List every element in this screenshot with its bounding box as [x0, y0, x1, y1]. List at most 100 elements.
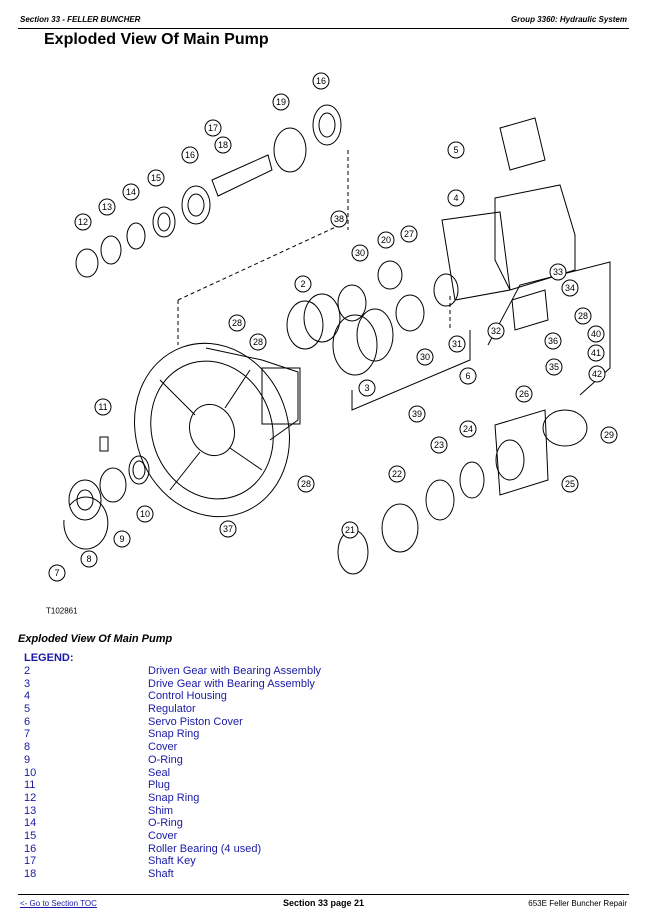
callout-6: 6: [459, 367, 477, 385]
legend-number: 13: [24, 804, 37, 817]
callout-29: 29: [600, 426, 618, 444]
callout-33: 33: [549, 263, 567, 281]
callout-label: 16: [316, 76, 326, 86]
legend-description: Regulator: [148, 703, 196, 716]
callout-27: 27: [400, 225, 418, 243]
legend-description: Seal: [148, 766, 171, 779]
legend-number: 14: [24, 817, 37, 830]
callout-16: 16: [312, 72, 330, 90]
callout-22: 22: [388, 465, 406, 483]
legend-description: Snap Ring: [148, 728, 200, 741]
callout-label: 6: [465, 371, 470, 381]
callout-label: 32: [491, 326, 501, 336]
group-label: Group 3360: Hydraulic System: [510, 15, 627, 24]
legend-heading: LEGEND:: [24, 652, 74, 664]
legend-item: 4 Control Housing: [24, 690, 424, 703]
legend-number: 16: [24, 842, 37, 855]
callout-16: 16: [181, 146, 199, 164]
callout-25: 25: [561, 475, 579, 493]
callout-19: 19: [272, 93, 290, 111]
legend-number: 2: [24, 665, 31, 677]
callout-5: 5: [447, 141, 465, 159]
page-header: Section 33 - FELLER BUNCHER Group 3360: …: [18, 12, 629, 29]
callout-label: 25: [565, 479, 575, 489]
callout-label: 28: [232, 318, 242, 328]
legend-description: O-Ring: [148, 817, 183, 830]
callout-label: 23: [434, 440, 444, 450]
callout-8: 8: [80, 550, 98, 568]
callout-label: 2: [300, 279, 305, 289]
callout-14: 14: [122, 183, 140, 201]
callout-label: 17: [208, 123, 218, 133]
callout-label: 4: [453, 193, 458, 203]
callout-label: 22: [392, 469, 402, 479]
callout-9: 9: [113, 530, 131, 548]
callout-28: 28: [297, 475, 315, 493]
callout-15: 15: [147, 169, 165, 187]
legend-item: 17 Shaft Key: [24, 855, 424, 868]
callout-10: 10: [136, 505, 154, 523]
callout-39: 39: [408, 405, 426, 423]
legend-number: 5: [24, 703, 31, 716]
callout-21: 21: [341, 521, 359, 539]
legend-description: Shaft Key: [148, 855, 196, 868]
callout-30: 30: [351, 244, 369, 262]
callout-label: 30: [355, 248, 365, 258]
front-cover-parts: [63, 436, 150, 550]
legend-item: 11 Plug: [24, 779, 424, 792]
callout-23: 23: [430, 436, 448, 454]
callout-41: 41: [587, 344, 605, 362]
callout-label: 33: [553, 267, 563, 277]
legend-number: 4: [24, 690, 31, 703]
callout-11: 11: [94, 398, 112, 416]
callout-label: 14: [126, 187, 136, 197]
callout-28: 28: [574, 307, 592, 325]
callout-2: 2: [294, 275, 312, 293]
callout-label: 29: [604, 430, 614, 440]
section-label: Section 33 - FELLER BUNCHER: [20, 15, 141, 24]
callout-40: 40: [587, 325, 605, 343]
legend-item: 5 Regulator: [24, 703, 424, 716]
callout-28: 28: [249, 333, 267, 351]
callout-20: 20: [377, 231, 395, 249]
legend-description: Plug: [148, 779, 171, 792]
callout-12: 12: [74, 213, 92, 231]
callout-24: 24: [459, 420, 477, 438]
legend-number: 17: [24, 855, 37, 868]
callout-label: 10: [140, 509, 150, 519]
legend-number: 11: [24, 779, 36, 792]
callout-17: 17: [204, 119, 222, 137]
callout-label: 19: [276, 97, 286, 107]
callout-label: 28: [301, 479, 311, 489]
callout-label: 9: [119, 534, 124, 544]
legend-number: 12: [24, 791, 37, 804]
callout-label: 42: [592, 369, 602, 379]
toc-link[interactable]: <- Go to Section TOC: [20, 899, 97, 908]
callout-label: 28: [578, 311, 588, 321]
figure-id: T102861: [46, 607, 78, 616]
pump-housing: [134, 342, 301, 518]
callout-35: 35: [545, 358, 563, 376]
callout-label: 20: [381, 235, 391, 245]
callout-label: 18: [218, 140, 228, 150]
callout-label: 16: [185, 150, 195, 160]
legend-number: 6: [24, 715, 31, 728]
shaft-group: [75, 104, 342, 278]
figure-caption: Exploded View Of Main Pump: [18, 633, 173, 645]
callout-label: 26: [519, 389, 529, 399]
legend-description: Control Housing: [148, 690, 227, 703]
callout-label: 13: [102, 202, 112, 212]
callout-37: 37: [219, 520, 237, 538]
page-title: Exploded View Of Main Pump: [44, 31, 269, 48]
legend-description: Shaft: [148, 868, 174, 880]
callout-label: 3: [364, 383, 369, 393]
legend-description: Driven Gear with Bearing Assembly: [148, 665, 322, 677]
callout-label: 38: [334, 214, 344, 224]
legend-number: 3: [24, 677, 31, 690]
callout-label: 35: [549, 362, 559, 372]
